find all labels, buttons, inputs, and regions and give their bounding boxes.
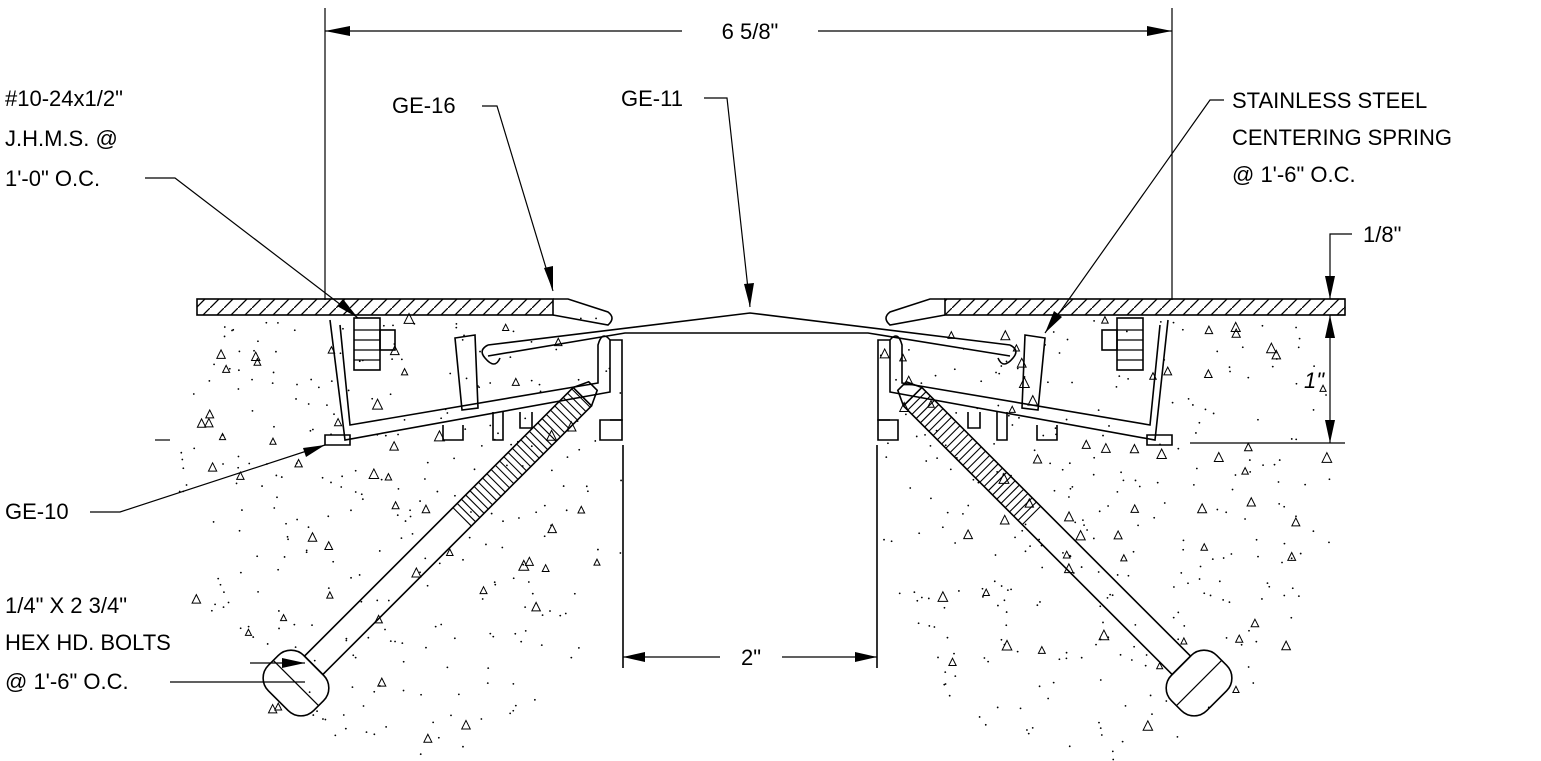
bolts-callout-line-1: 1/4" X 2 3/4": [5, 593, 127, 618]
screw-callout-line-2: J.H.M.S. @: [5, 126, 118, 151]
screw-callout-line-1: #10-24x1/2": [5, 86, 123, 111]
cover-plate-callout: GE-16: [392, 93, 554, 292]
spring-callout: STAINLESS STEEL CENTERING SPRING @ 1'-6"…: [1044, 88, 1452, 334]
thickness-dimensions: 1/8" 1": [1190, 222, 1401, 444]
left-anchor-bolt: [262, 380, 599, 717]
screw-callout-line-3: 1'-0" O.C.: [5, 166, 100, 191]
spring-callout-line-3: @ 1'-6" O.C.: [1232, 162, 1356, 187]
slab-edges: [622, 445, 878, 668]
spring-callout-line-1: STAINLESS STEEL: [1232, 88, 1427, 113]
screw-callout: #10-24x1/2" J.H.M.S. @ 1'-0" O.C.: [5, 86, 359, 319]
left-frame: [324, 317, 623, 446]
frame-callout-label: GE-10: [5, 499, 69, 524]
right-cover-plate: [885, 298, 1346, 326]
bolts-callout: 1/4" X 2 3/4" HEX HD. BOLTS @ 1'-6" O.C.: [5, 593, 305, 694]
gap-width-label: 2": [741, 645, 761, 670]
frame-callout: GE-10: [5, 439, 326, 524]
gap-dimension: 2": [623, 645, 877, 670]
left-cover-plate: [196, 298, 613, 326]
center-plate-callout: GE-11: [621, 86, 754, 308]
overall-width-extension-lines: [324, 8, 1173, 300]
cover-plate-callout-label: GE-16: [392, 93, 456, 118]
bolts-callout-line-3: @ 1'-6" O.C.: [5, 669, 129, 694]
frame-depth-label: 1": [1304, 368, 1325, 393]
left-concrete-substrate: [178, 312, 622, 756]
center-plate-callout-label: GE-11: [621, 86, 683, 111]
plate-thickness-label: 1/8": [1363, 222, 1401, 247]
spring-callout-line-2: CENTERING SPRING: [1232, 125, 1452, 150]
right-anchor-bolt: [896, 380, 1233, 717]
overall-width-label: 6 5/8": [722, 19, 779, 44]
right-concrete-substrate: [879, 315, 1333, 761]
overall-width-dimension: 6 5/8": [325, 19, 1172, 44]
bolts-callout-line-2: HEX HD. BOLTS: [5, 630, 171, 655]
center-plate: [481, 312, 1017, 365]
right-frame: [877, 317, 1173, 446]
